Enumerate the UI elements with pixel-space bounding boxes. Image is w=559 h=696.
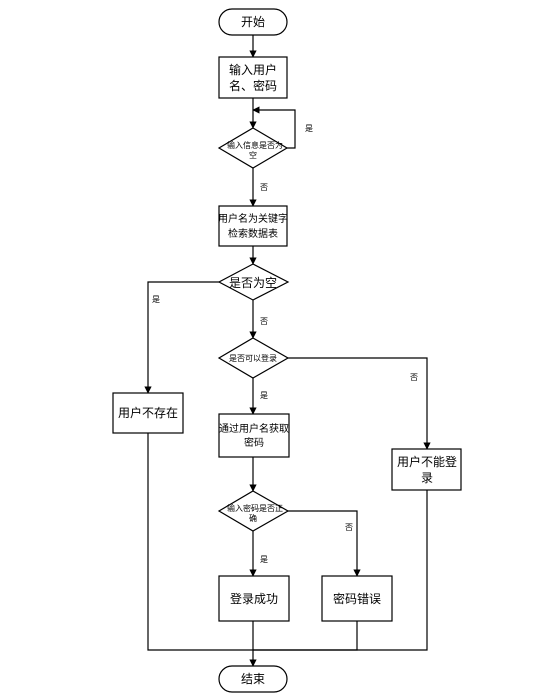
check-input-empty-label-line2: 空 <box>249 150 257 160</box>
password-correct-label-line1: 输入密码是否正 <box>227 503 283 513</box>
search-table-label-line2: 检索数据表 <box>228 227 278 240</box>
get-password-label-line2: 密码 <box>244 436 264 449</box>
edge-label-no-password: 否 <box>345 523 353 532</box>
password-correct-label-line2: 确 <box>249 513 257 523</box>
end-node: 结束 <box>218 665 288 693</box>
login-success-node: 登录成功 <box>218 575 290 622</box>
edge-label-yes-password: 是 <box>260 555 268 564</box>
is-empty-label: 是否为空 <box>229 276 277 290</box>
input-credentials-label-line1: 输入用户 <box>229 62 277 77</box>
is-empty-decision: 是否为空 <box>217 263 290 301</box>
user-not-exist-node: 用户不存在 <box>112 392 184 434</box>
end-label: 结束 <box>241 672 265 686</box>
get-password-node: 通过用户名获取 密码 <box>218 413 290 458</box>
input-credentials-node: 输入用户 名、密码 <box>218 56 288 99</box>
cannot-login-node: 用户不能登 录 <box>391 448 462 491</box>
login-success-label: 登录成功 <box>230 591 278 606</box>
get-password-label-line1: 通过用户名获取 <box>219 422 289 435</box>
search-table-label-line1: 用户名为关键字 <box>218 212 288 225</box>
search-table-node: 用户名为关键字 检索数据表 <box>218 205 288 247</box>
can-login-decision: 是否可以登录 <box>217 337 290 379</box>
edge-pwdcheck-no <box>288 510 361 577</box>
edge-label-yes-empty: 是 <box>152 295 160 304</box>
edge-canlogin-no <box>288 357 431 450</box>
can-login-label: 是否可以登录 <box>229 353 277 363</box>
edge-pwderror-merge <box>253 621 358 651</box>
edge-labels: 是 否 是 否 否 是 否 是 <box>152 124 418 564</box>
start-label: 开始 <box>241 15 265 29</box>
edge-cannotlogin-merge <box>253 490 428 651</box>
password-error-node: 密码错误 <box>321 575 393 622</box>
edge-label-yes-loop: 是 <box>305 124 313 133</box>
user-not-exist-label: 用户不存在 <box>118 405 178 420</box>
cannot-login-label-line1: 用户不能登 <box>397 454 457 469</box>
edge-label-no-check: 否 <box>260 183 268 192</box>
check-input-empty-label-line1: 输入信息是否为 <box>227 140 283 150</box>
input-credentials-label-line2: 名、密码 <box>229 78 277 93</box>
edges <box>144 35 431 667</box>
edge-label-no-empty: 否 <box>260 317 268 326</box>
edge-label-no-login: 否 <box>410 373 418 382</box>
check-input-empty-decision: 输入信息是否为 空 <box>217 127 289 169</box>
edge-isempty-yes <box>144 281 219 394</box>
password-error-label: 密码错误 <box>333 591 381 606</box>
edge-label-yes-login: 是 <box>260 391 268 400</box>
cannot-login-label-line2: 录 <box>421 471 433 485</box>
edge-notexist-merge <box>147 433 253 651</box>
edge-check-loop-yes <box>252 106 296 149</box>
start-node: 开始 <box>218 8 288 36</box>
password-correct-decision: 输入密码是否正 确 <box>217 490 290 532</box>
